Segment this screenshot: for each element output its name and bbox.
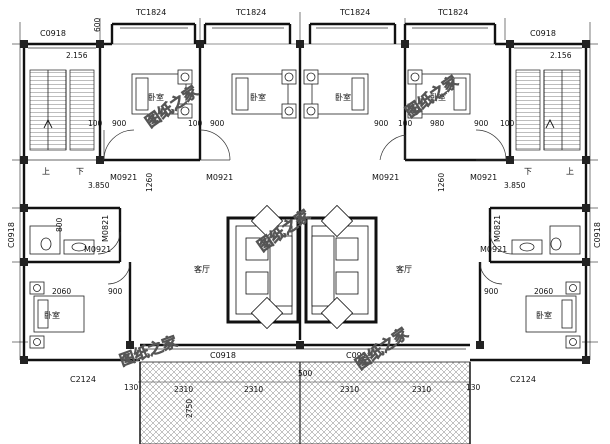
dim-600: 600 xyxy=(93,17,102,32)
door-tag-m0921-b: M0921 xyxy=(206,173,233,182)
room-label-bedroom-5: 卧室 xyxy=(44,310,60,320)
stair-label-down-right: 下 xyxy=(524,167,532,176)
dim-900-f: 900 xyxy=(484,287,499,296)
dim-500: 500 xyxy=(298,369,313,378)
window-tag-top-3: TC1824 xyxy=(339,8,370,17)
room-label-bedroom-1: 卧室 xyxy=(148,92,164,102)
door-tag-m0821-right: M0821 xyxy=(493,215,502,242)
watermark-4: 图纸之家 xyxy=(117,332,180,369)
room-label-living-left: 客厅 xyxy=(194,264,210,274)
bed-top-2 xyxy=(231,69,297,119)
dim-3850-left: 3.850 xyxy=(88,181,110,190)
stair-right xyxy=(515,69,581,151)
bed-top-3 xyxy=(303,69,369,119)
dim-2156-right: 2.156 xyxy=(550,51,572,60)
room-label-bedroom-2: 卧室 xyxy=(250,92,266,102)
door-tag-m0921-right: M0921 xyxy=(480,245,507,254)
bed-top-4 xyxy=(407,69,471,119)
window-tag-top-1: TC1824 xyxy=(135,8,166,17)
window-tag-side-right: C0918 xyxy=(593,222,602,248)
bed-top-1 xyxy=(131,69,193,119)
dim-2156-left: 2.156 xyxy=(66,51,88,60)
living-sofa-set-right xyxy=(304,204,378,330)
bath-left xyxy=(29,225,95,255)
window-tag-corner-right: C0918 xyxy=(530,29,556,38)
stair-label-up-left: 上 xyxy=(42,167,50,176)
door-swings xyxy=(97,129,513,285)
window-tag-bottom-center-left: C0918 xyxy=(210,351,236,360)
room-label-bedroom-6: 卧室 xyxy=(536,310,552,320)
dim-980: 980 xyxy=(430,119,445,128)
dim-2310-b: 2310 xyxy=(244,385,263,394)
stair-label-down-left: 下 xyxy=(76,167,84,176)
columns xyxy=(20,40,590,364)
dim-100-b: 100 xyxy=(188,119,203,128)
dim-100-d: 100 xyxy=(500,119,515,128)
window-tag-side-left: C0918 xyxy=(7,222,16,248)
dim-130-left: 130 xyxy=(124,383,139,392)
window-tag-bottom-right: C2124 xyxy=(510,375,536,384)
dim-2310-d: 2310 xyxy=(412,385,431,394)
door-tag-m0821-left: M0821 xyxy=(101,215,110,242)
dim-1260-left: 1260 xyxy=(145,173,154,192)
dim-900-b: 900 xyxy=(210,119,225,128)
watermark-3: 图纸之家 xyxy=(402,72,461,121)
window-tag-bottom-left: C2124 xyxy=(70,375,96,384)
dim-2310-a: 2310 xyxy=(174,385,193,394)
dim-100-a: 100 xyxy=(88,119,103,128)
window-tag-top-2: TC1824 xyxy=(235,8,266,17)
dim-900-c: 900 xyxy=(374,119,389,128)
bed-bottom-right xyxy=(525,281,581,349)
window-tag-corner-left: C0918 xyxy=(40,29,66,38)
dim-3850-right: 3.850 xyxy=(504,181,526,190)
dim-130-right: 130 xyxy=(466,383,481,392)
dim-2060-right: 2060 xyxy=(534,287,553,296)
dim-900-a: 900 xyxy=(112,119,127,128)
window-tag-bottom-center-right: C0918 xyxy=(346,351,372,360)
dim-2060-left: 2060 xyxy=(52,287,71,296)
thin-lines xyxy=(24,27,586,350)
door-tag-m0921-d: M0921 xyxy=(470,173,497,182)
door-tag-m0921-left: M0921 xyxy=(84,245,111,254)
watermark-5: 图纸之家 xyxy=(352,324,411,373)
watermark-2: 图纸之家 xyxy=(254,206,313,255)
bed-bottom-left xyxy=(29,281,85,349)
door-tag-m0921-c: M0921 xyxy=(372,173,399,182)
dim-2750: 2750 xyxy=(185,399,194,418)
balcony xyxy=(139,361,471,444)
dim-900-e: 900 xyxy=(108,287,123,296)
stair-left xyxy=(29,69,95,151)
room-label-living-right: 客厅 xyxy=(396,264,412,274)
dim-800-left: 800 xyxy=(55,217,64,232)
living-sofa-set-left xyxy=(226,204,300,330)
door-tag-m0921-a: M0921 xyxy=(110,173,137,182)
window-tag-top-4: TC1824 xyxy=(437,8,468,17)
room-label-bedroom-3: 卧室 xyxy=(335,92,351,102)
dim-100-c: 100 xyxy=(398,119,413,128)
bath-right xyxy=(511,225,581,255)
dim-900-d: 900 xyxy=(474,119,489,128)
dim-2310-c: 2310 xyxy=(340,385,359,394)
room-label-bedroom-4: 卧室 xyxy=(430,92,446,102)
dim-1260-right: 1260 xyxy=(437,173,446,192)
stair-label-up-right: 上 xyxy=(566,167,574,176)
